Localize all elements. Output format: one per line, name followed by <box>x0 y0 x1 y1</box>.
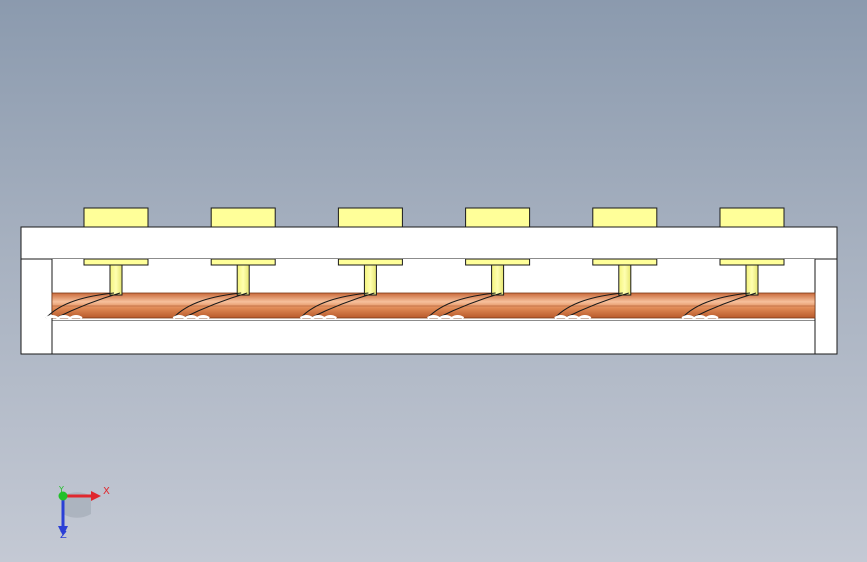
chip-fleck <box>172 315 210 320</box>
x-axis-label: X <box>103 486 110 497</box>
pad-assembly[interactable] <box>554 207 658 320</box>
z-axis-arrowhead <box>58 526 68 536</box>
pin <box>236 264 250 296</box>
pad-flange <box>210 258 276 266</box>
pad-flange <box>337 258 403 266</box>
pad-flange <box>83 258 149 266</box>
helical-groove <box>427 292 502 319</box>
screw-rod[interactable] <box>51 292 816 319</box>
pad-flange <box>719 258 785 266</box>
z-axis-label: Z <box>60 530 67 541</box>
pad-assembly[interactable] <box>427 207 531 320</box>
top-pad[interactable] <box>83 207 149 228</box>
y-axis-dot <box>58 491 68 501</box>
chip-fleck <box>299 315 337 320</box>
chip-fleck <box>427 315 465 320</box>
frame-top-plate <box>20 226 838 260</box>
top-pad[interactable] <box>465 207 531 228</box>
pad-assembly[interactable] <box>299 207 403 320</box>
frame-left-wall <box>20 258 53 355</box>
triad-shadow <box>63 492 91 518</box>
pin <box>491 264 505 296</box>
top-pad[interactable] <box>210 207 276 228</box>
top-pad[interactable] <box>719 207 785 228</box>
top-pad[interactable] <box>592 207 658 228</box>
chip-fleck <box>45 315 83 320</box>
helical-groove <box>681 292 757 319</box>
pin <box>618 264 632 296</box>
pad-flange <box>465 258 531 266</box>
pad-assembly[interactable] <box>172 207 276 320</box>
top-pad[interactable] <box>337 207 403 228</box>
helical-groove <box>45 292 121 319</box>
helical-groove <box>554 292 629 319</box>
x-axis-arrowhead <box>91 491 101 501</box>
pad-assembly[interactable] <box>45 207 149 320</box>
pin <box>745 264 759 296</box>
chip-fleck <box>681 315 719 320</box>
pad-assembly[interactable] <box>681 207 785 320</box>
y-axis-label: Y <box>59 485 64 494</box>
pad-assemblies <box>45 207 785 320</box>
pin <box>363 264 377 296</box>
frame-base <box>51 319 816 355</box>
pad-flange <box>592 258 658 266</box>
axis-triad <box>58 491 101 536</box>
helical-groove <box>172 292 248 319</box>
chip-fleck <box>554 315 592 320</box>
helical-groove <box>300 292 375 319</box>
frame-right-wall <box>814 258 838 355</box>
pin <box>109 264 123 296</box>
